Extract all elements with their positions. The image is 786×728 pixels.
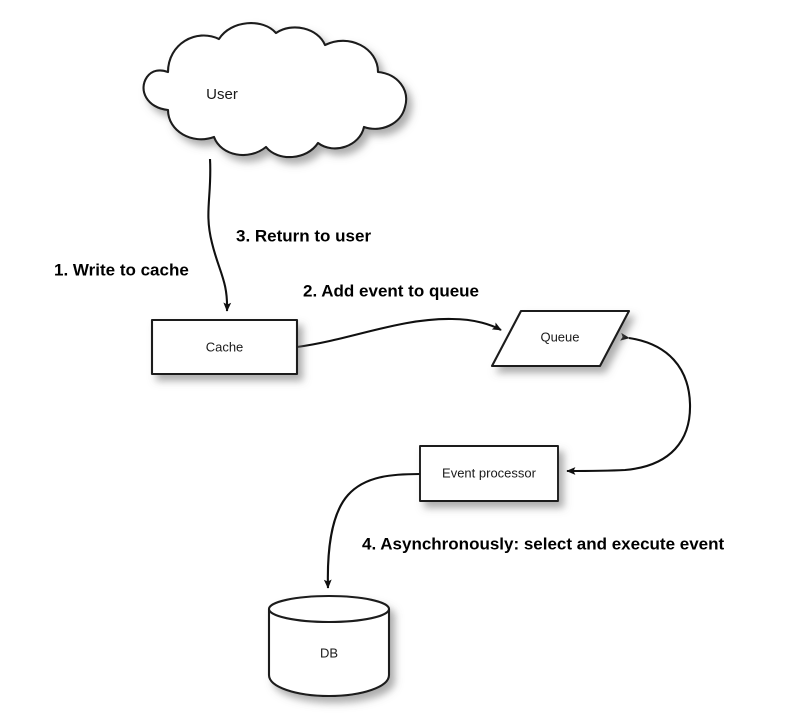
edge-label-step-1: 1. Write to cache	[54, 260, 189, 279]
edge-cache-to-queue	[296, 317, 502, 349]
node-user[interactable]: User	[142, 22, 408, 159]
node-db[interactable]: DB	[267, 594, 391, 698]
node-db-label: DB	[320, 645, 338, 660]
node-event-processor-label: Event processor	[442, 465, 537, 480]
node-queue-label: Queue	[540, 329, 579, 344]
node-cache-label: Cache	[206, 339, 244, 354]
node-event-processor[interactable]: Event processor	[419, 445, 559, 502]
node-queue[interactable]: Queue	[490, 309, 631, 368]
edge-label-step-3: 3. Return to user	[236, 226, 371, 245]
edge-event-processor-to-db	[323, 472, 421, 589]
edge-user-to-cache	[207, 158, 232, 312]
node-user-label: User	[206, 86, 238, 103]
edge-queue-event-processor-loop	[566, 332, 692, 475]
edge-label-step-4: 4. Asynchronously: select and execute ev…	[362, 534, 725, 553]
edge-label-step-2: 2. Add event to queue	[303, 281, 479, 300]
node-cache[interactable]: Cache	[150, 318, 299, 376]
